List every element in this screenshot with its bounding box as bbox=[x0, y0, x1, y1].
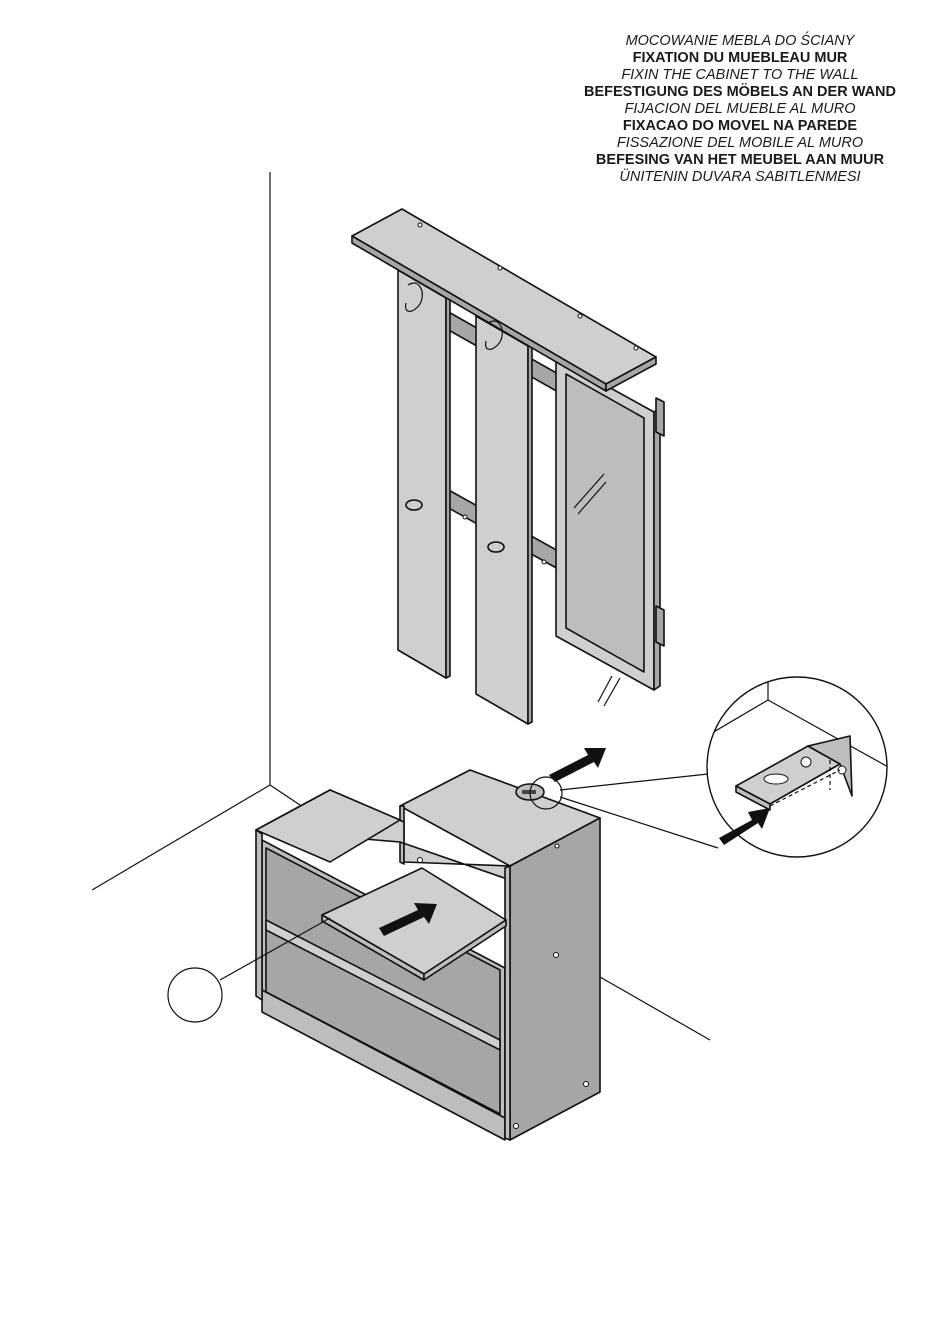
shoe-cabinet bbox=[256, 770, 600, 1140]
wall-panel bbox=[352, 209, 664, 724]
arrow-push-to-wall bbox=[549, 748, 606, 782]
